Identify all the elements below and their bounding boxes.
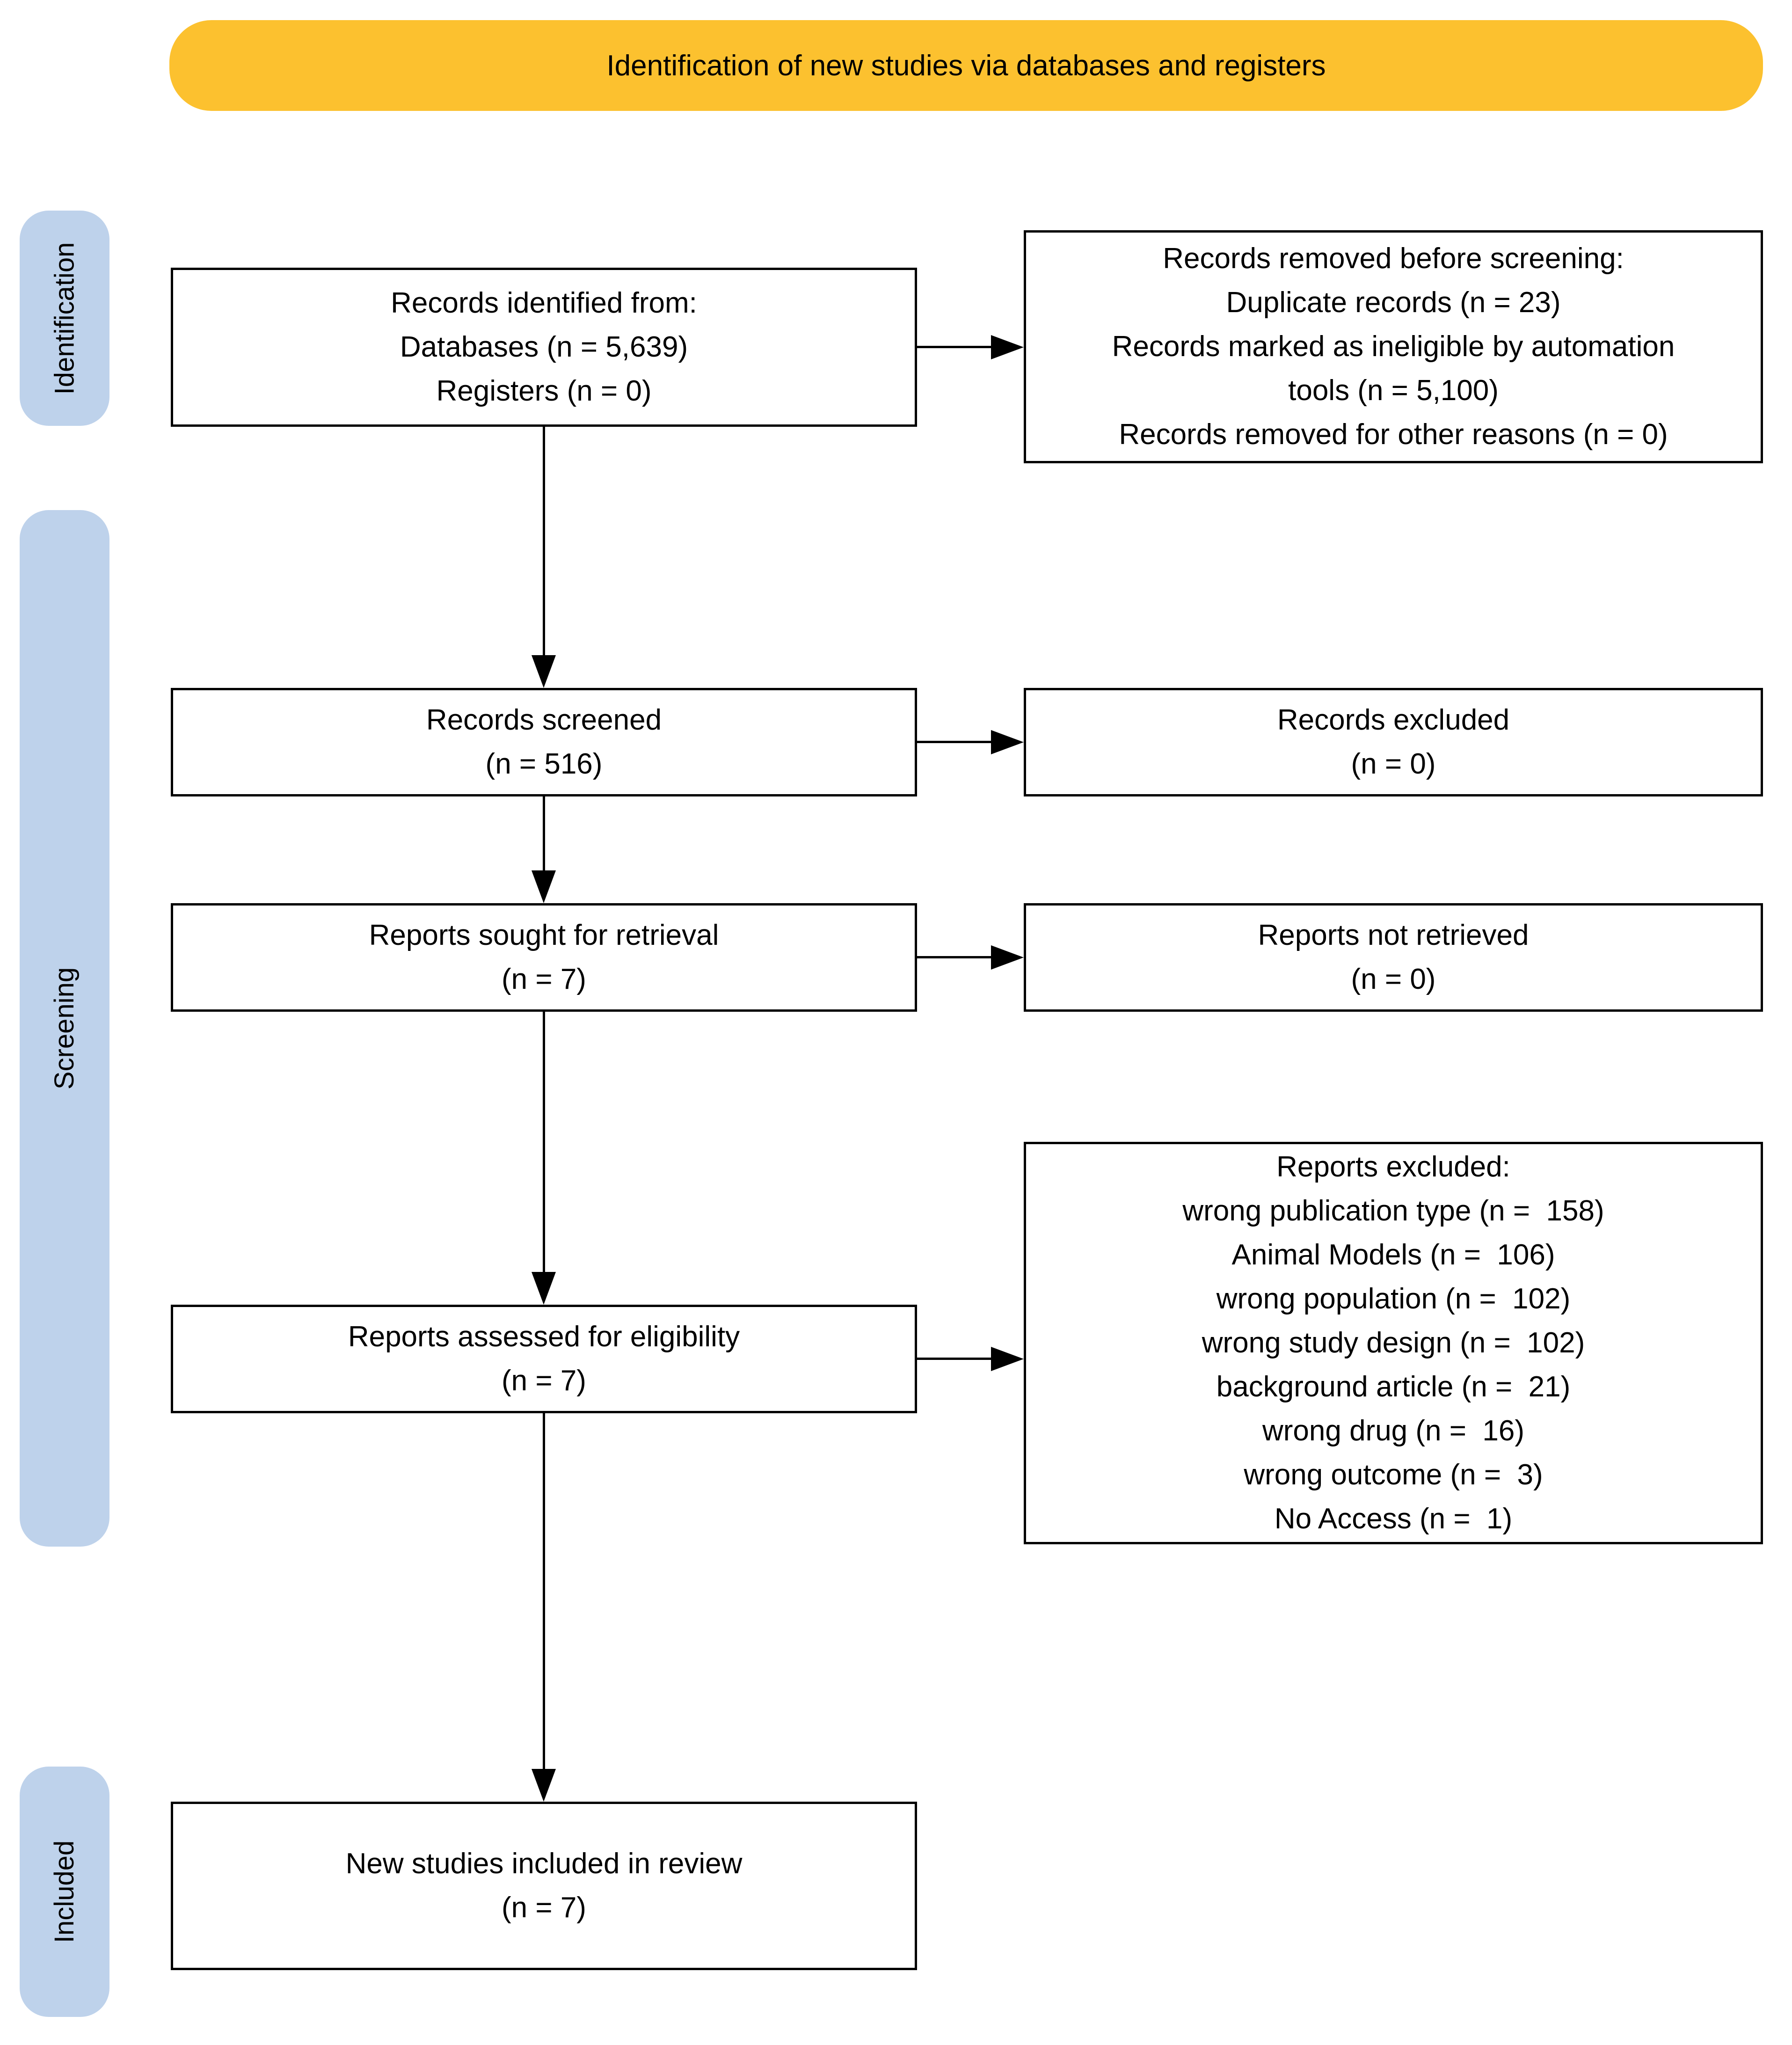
box-line: Records removed for other reasons (n = 0… xyxy=(1119,418,1668,451)
box-line: (n = 7) xyxy=(502,1365,586,1397)
box-line: Records identified from: xyxy=(391,287,697,319)
box-line: Reports sought for retrieval xyxy=(369,919,719,951)
box-line: (n = 0) xyxy=(1351,748,1436,780)
box-line: wrong publication type (n = 158) xyxy=(1182,1195,1604,1227)
box-line: Records marked as ineligible by automati… xyxy=(1112,330,1675,363)
stage-tab-screening-label: Screening xyxy=(49,967,80,1090)
arrow-right-icon xyxy=(991,945,1024,970)
box-line: wrong drug (n = 16) xyxy=(1262,1415,1525,1447)
banner-identification-via-databases: Identification of new studies via databa… xyxy=(169,20,1763,111)
stage-tab-identification-label: Identification xyxy=(49,242,80,394)
arrow-right-icon xyxy=(991,1347,1024,1371)
arrow-line-identified-to-screened xyxy=(543,427,545,657)
arrow-line-sought-to-not-retrieved xyxy=(917,956,993,958)
box-line: wrong outcome (n = 3) xyxy=(1244,1459,1543,1491)
box-line: Records screened xyxy=(426,704,662,736)
box-records-excluded: Records excluded (n = 0) xyxy=(1024,688,1763,796)
arrow-down-icon xyxy=(532,1272,556,1305)
box-line: Reports assessed for eligibility xyxy=(348,1321,740,1353)
box-line: Duplicate records (n = 23) xyxy=(1226,286,1561,319)
arrow-right-icon xyxy=(991,730,1024,754)
box-new-studies-included: New studies included in review (n = 7) xyxy=(171,1802,917,1970)
stage-tab-screening: Screening xyxy=(20,510,109,1547)
box-line: Reports not retrieved xyxy=(1258,919,1529,951)
box-line: wrong study design (n = 102) xyxy=(1202,1327,1585,1359)
arrow-line-screened-to-excluded xyxy=(917,741,993,743)
arrow-line-assessed-to-excluded xyxy=(917,1358,993,1360)
box-records-removed-before-screening: Records removed before screening: Duplic… xyxy=(1024,230,1763,463)
stage-tab-identification: Identification xyxy=(20,211,109,426)
arrow-line-identified-to-removed xyxy=(917,346,993,348)
arrow-line-assessed-to-included xyxy=(543,1412,545,1771)
box-line: No Access (n = 1) xyxy=(1274,1503,1513,1535)
arrow-line-sought-to-assessed xyxy=(543,1012,545,1274)
box-line: (n = 7) xyxy=(502,963,586,995)
box-line: background article (n = 21) xyxy=(1216,1371,1571,1403)
box-line: Registers (n = 0) xyxy=(436,375,652,407)
box-reports-not-retrieved: Reports not retrieved (n = 0) xyxy=(1024,903,1763,1012)
box-line: New studies included in review xyxy=(345,1848,743,1880)
box-line: Reports excluded: xyxy=(1276,1151,1510,1183)
box-line: Records removed before screening: xyxy=(1163,242,1624,275)
box-line: (n = 7) xyxy=(502,1892,586,1924)
arrow-down-icon xyxy=(532,870,556,903)
box-line: Records excluded xyxy=(1277,704,1510,736)
box-line: tools (n = 5,100) xyxy=(1288,374,1499,407)
box-line: Animal Models (n = 106) xyxy=(1231,1239,1555,1271)
arrow-down-icon xyxy=(532,655,556,688)
box-line: (n = 516) xyxy=(485,748,603,780)
box-records-screened: Records screened (n = 516) xyxy=(171,688,917,796)
box-reports-sought: Reports sought for retrieval (n = 7) xyxy=(171,903,917,1012)
box-reports-excluded: Reports excluded: wrong publication type… xyxy=(1024,1142,1763,1544)
arrow-line-screened-to-sought xyxy=(543,796,545,872)
stage-tab-included-label: Included xyxy=(49,1840,80,1943)
box-line: wrong population (n = 102) xyxy=(1216,1283,1571,1315)
arrow-down-icon xyxy=(532,1769,556,1802)
box-records-identified: Records identified from: Databases (n = … xyxy=(171,268,917,427)
box-reports-assessed: Reports assessed for eligibility (n = 7) xyxy=(171,1305,917,1413)
box-line: Databases (n = 5,639) xyxy=(400,331,688,363)
stage-tab-included: Included xyxy=(20,1767,109,2017)
arrow-right-icon xyxy=(991,335,1024,359)
box-line: (n = 0) xyxy=(1351,963,1436,995)
banner-label: Identification of new studies via databa… xyxy=(606,49,1326,82)
